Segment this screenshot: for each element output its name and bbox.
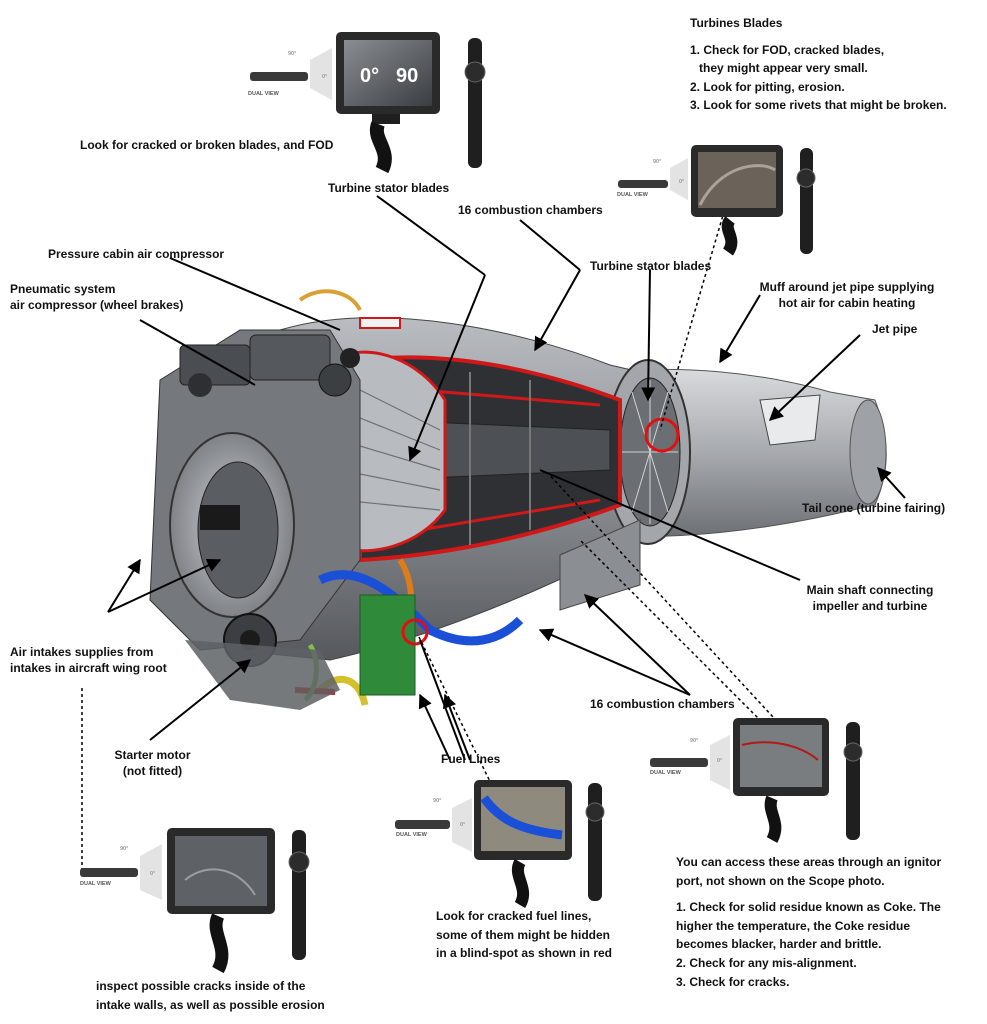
angle-0-label: 0° <box>322 74 327 80</box>
starter-motor-label: Starter motor (not fitted) <box>114 748 191 779</box>
pneumatic-system-label: Pneumatic system air compressor (wheel b… <box>10 282 184 313</box>
dual-view-label: DUAL VIEW <box>650 770 682 776</box>
scope-unit-fuel <box>395 780 605 909</box>
air-intakes-label: Air intakes supplies from intakes in air… <box>10 645 167 676</box>
pressure-cabin-compressor <box>249 334 360 397</box>
intake-notes: inspect possible cracks inside of the in… <box>96 979 325 1012</box>
combustion-note-item: higher the temperature, the Coke residue <box>676 918 911 933</box>
turbine-stator-blades-label: Turbine stator blades <box>328 181 450 195</box>
angle-90-label: 90° <box>653 159 661 165</box>
fuel-lines-label: Fuel Lines <box>441 752 501 766</box>
angle-90-label: 90° <box>120 846 128 852</box>
pneumatic-compressor <box>179 344 251 397</box>
angle-90-label: 90° <box>433 798 441 804</box>
pressure-cabin-compressor-label: Pressure cabin air compressor <box>48 247 225 261</box>
combustion-note-item: 1. Check for solid residue known as Coke… <box>676 900 941 915</box>
leader-lines <box>107 195 906 761</box>
combustion-chambers-label-lower: 16 combustion chambers <box>590 697 735 711</box>
combustion-notes: You can access these areas through an ig… <box>676 853 941 991</box>
scope-unit-turbine <box>618 145 816 256</box>
combustion-note-item: 3. Check for cracks. <box>676 974 790 989</box>
angle-0-label: 0° <box>460 822 465 828</box>
turbine-note-item: they might appear very small. <box>699 61 868 76</box>
scope-unit-intake <box>80 828 310 974</box>
jet-pipe-label: Jet pipe <box>872 322 918 336</box>
dual-view-label: DUAL VIEW <box>617 192 649 198</box>
turbine-note-item: 3. Look for some rivets that might be br… <box>690 98 947 113</box>
fuel-notes: Look for cracked fuel lines, some of the… <box>436 909 613 961</box>
turbine-note-item: 2. Look for pitting, erosion. <box>690 79 845 94</box>
fuel-line-blue <box>317 570 524 646</box>
dual-view-label: DUAL VIEW <box>80 881 112 887</box>
angle-90-label: 90° <box>288 51 296 57</box>
main-shaft-label: Main shaft connecting impeller and turbi… <box>806 583 934 614</box>
screen-angle-left: 0° <box>360 65 379 87</box>
combustion-chambers-label: 16 combustion chambers <box>458 203 603 217</box>
tail-cone-label: Tail cone (turbine fairing) <box>802 501 946 515</box>
turbine-notes-title: Turbines Blades <box>690 16 783 30</box>
angle-0-label: 0° <box>717 758 722 764</box>
dual-view-label: DUAL VIEW <box>248 91 280 97</box>
turbine-stator-blades-label: Turbine stator blades <box>590 259 712 273</box>
green-panel <box>359 594 416 696</box>
screen-angle-right: 90 <box>396 65 418 87</box>
jet-pipe-opening <box>759 394 821 446</box>
turbine-inspection-marker <box>644 417 680 453</box>
angle-0-label: 0° <box>150 871 155 877</box>
angle-90-label: 90° <box>690 738 698 744</box>
tail-cone <box>849 399 887 505</box>
angle-0-label: 0° <box>679 179 684 185</box>
combustion-note-item: becomes blacker, harder and brittle. <box>676 937 882 952</box>
turbine-notes: Turbines Blades 1. Check for FOD, cracke… <box>690 14 947 115</box>
top-scope-caption: Look for cracked or broken blades, and F… <box>80 138 334 152</box>
turbine-note-item: 1. Check for FOD, cracked blades, <box>690 42 885 57</box>
engine-body <box>149 289 887 710</box>
scope-unit-combustion <box>650 718 863 843</box>
scope-unit-top <box>250 32 486 174</box>
muff-label: Muff around jet pipe supplying hot air f… <box>759 280 935 311</box>
fuel-inspection-marker <box>401 618 429 646</box>
dual-view-label: DUAL VIEW <box>396 832 428 838</box>
combustion-note-item: 2. Check for any mis-alignment. <box>676 955 857 970</box>
